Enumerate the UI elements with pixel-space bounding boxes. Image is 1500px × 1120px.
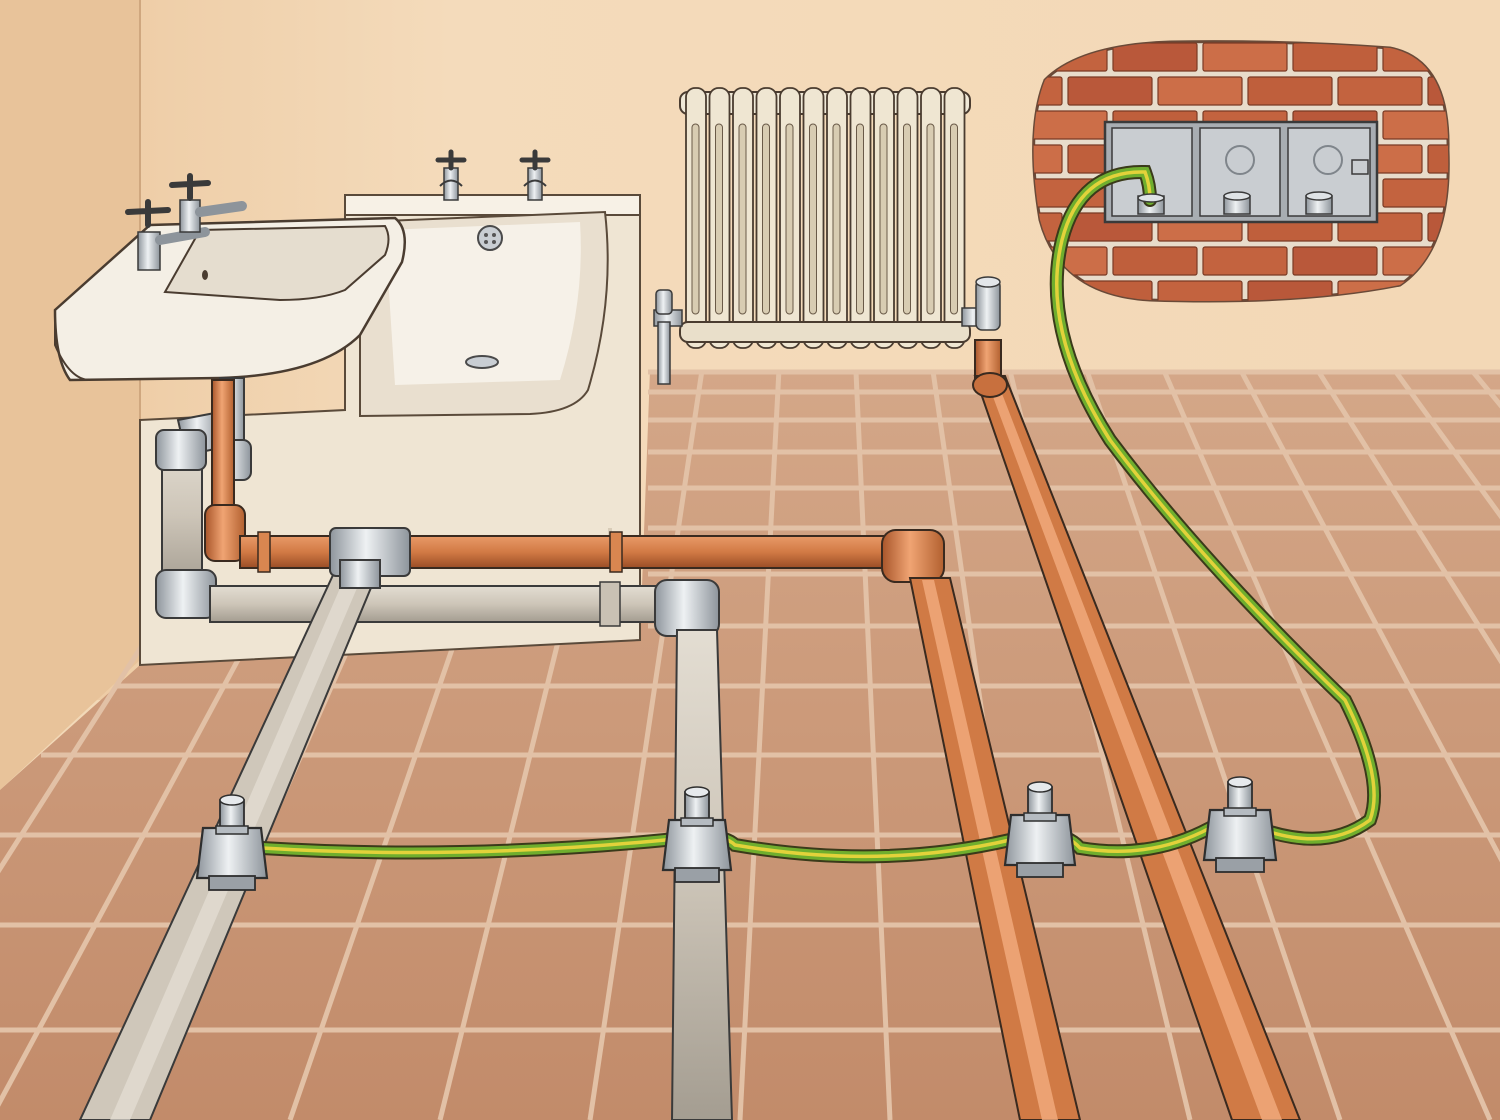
brick	[1112, 42, 1198, 72]
radiator-fin-slot	[762, 123, 770, 315]
left-wall	[0, 0, 140, 790]
brick	[1247, 280, 1333, 301]
basin-tap-left-icon	[125, 199, 210, 271]
floor-grout-line	[287, 639, 458, 1120]
floor-grout-line	[0, 638, 148, 874]
brick	[1202, 246, 1288, 276]
floor-tile-grid	[0, 369, 1500, 1120]
radiator-fin-slot	[950, 123, 958, 315]
brick	[1202, 42, 1288, 72]
brick	[1337, 76, 1423, 106]
earth-terminal-3-icon	[1305, 191, 1333, 215]
brick	[1427, 76, 1449, 106]
radiator-fin-slot	[785, 123, 794, 315]
floor-grout-line	[1239, 370, 1500, 863]
floor-grout-line	[1316, 370, 1500, 665]
brick	[1292, 42, 1378, 72]
brick	[1247, 76, 1333, 106]
basin-tap-right-icon	[169, 173, 247, 233]
radiator-fin-slot	[879, 123, 888, 315]
bath-overflow-icon	[477, 225, 503, 251]
earth-terminal-2-icon	[1223, 191, 1251, 215]
floor-grout-line	[853, 371, 893, 1120]
radiator-fin-slot	[926, 123, 935, 315]
radiator-bottom-rail	[679, 321, 971, 343]
bath-plughole-icon	[465, 355, 499, 369]
back-box	[1103, 120, 1379, 224]
brick	[1033, 144, 1063, 174]
radiator-fin-slot	[738, 123, 747, 315]
floor-grout-line	[1085, 371, 1343, 1120]
brick	[1382, 110, 1449, 140]
tiled-floor	[0, 370, 1500, 1120]
radiator-fin-slot	[856, 123, 864, 315]
radiator-fin-slot	[691, 123, 700, 315]
bath-tap-left-icon	[435, 149, 467, 201]
earth-clamp-1	[195, 794, 269, 891]
radiator-fin-slot	[903, 123, 911, 315]
radiator-fin-slot	[715, 123, 723, 315]
bath-tap-right-icon	[519, 149, 551, 201]
earth-clamp-4	[1202, 776, 1278, 873]
radiator-left-tail-pipe	[657, 321, 671, 385]
brick	[1427, 144, 1449, 174]
brick	[1157, 280, 1243, 301]
wash-basin	[53, 173, 407, 382]
floor-grout-line	[1393, 370, 1500, 520]
radiator-fin-slot	[809, 123, 817, 315]
earth-clamps	[195, 776, 1278, 891]
earth-clamp-3	[1003, 781, 1077, 878]
brick	[1427, 212, 1449, 242]
floor-grout-line	[1162, 371, 1493, 1120]
floor-grout-line	[437, 639, 561, 1120]
brick	[1067, 76, 1153, 106]
radiator-fin-slot	[832, 123, 841, 315]
radiator	[653, 87, 1001, 385]
radiator-valve-left-cap-icon	[655, 289, 673, 315]
brick	[1112, 246, 1198, 276]
earth-clamp-2	[661, 786, 733, 883]
earth-terminal-1-nut-icon	[1137, 193, 1165, 203]
floor-grout-line	[737, 371, 782, 1120]
brick	[1292, 246, 1378, 276]
brick	[1157, 76, 1243, 106]
floor-grout-line	[587, 371, 705, 1120]
floor-grout-line	[0, 638, 251, 1107]
